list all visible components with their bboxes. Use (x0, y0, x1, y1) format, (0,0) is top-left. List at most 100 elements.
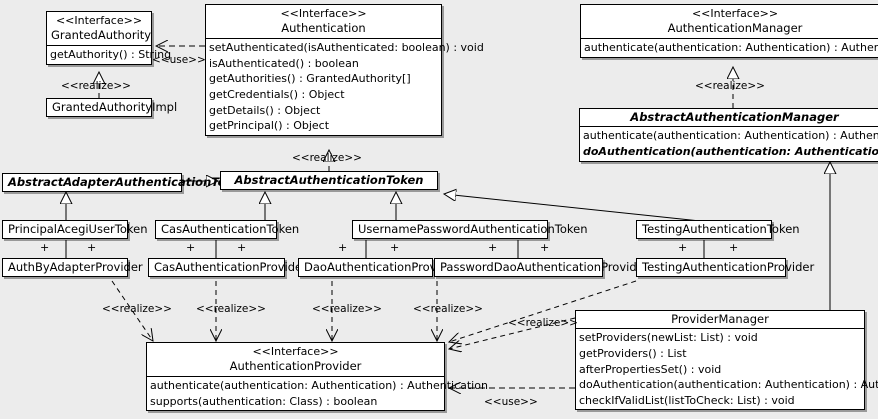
stereotype-label: <<Interface>> (280, 7, 367, 20)
operation-row: setProviders(newList: List) : void (579, 331, 758, 345)
class-header-authentication: <<Interface>> Authentication (206, 5, 441, 38)
class-header-authentication-manager: <<Interface>> AuthenticationManager (581, 5, 878, 38)
class-box-cas-authentication-provider[interactable]: CasAuthenticationProvider (148, 258, 307, 278)
class-header-dao-authentication-provider: DaoAuthenticationProvider (299, 259, 459, 276)
class-header-testing-authentication-token: TestingAuthenticationToken (637, 221, 800, 238)
association-plus-marker: + (390, 241, 400, 254)
operation-row: authenticate(authentication: Authenticat… (584, 41, 878, 55)
operations-compartment: authenticate(authentication: Authenticat… (147, 377, 488, 410)
class-name-label: TestingAuthenticationProvider (642, 260, 815, 274)
compartment-divider (147, 376, 444, 378)
class-name-label: AbstractAuthenticationToken (234, 173, 424, 187)
class-header-provider-manager: ProviderManager (576, 311, 864, 328)
operation-row: getProviders() : List (579, 346, 687, 360)
association-plus-marker: + (540, 241, 550, 254)
class-header-granted-authority: <<Interface>> GrantedAuthority (47, 12, 151, 45)
label-realize-cas-authentication-provider: <<realize>> (196, 303, 266, 315)
compartment-divider (206, 38, 441, 40)
class-header-cas-authentication-token: CasAuthenticationToken (156, 221, 300, 238)
class-box-granted-authority-impl[interactable]: GrantedAuthorityImpl (46, 98, 178, 118)
operations-compartment: getAuthority() : String (47, 46, 171, 64)
operation-row: isAuthenticated() : boolean (209, 56, 359, 70)
class-header-cas-authentication-provider: CasAuthenticationProvider (149, 259, 307, 276)
label-realize-password-dao-authentication-provider: <<realize>> (413, 303, 483, 315)
operation-row: getDetails() : Object (209, 103, 321, 117)
class-box-auth-by-adapter-provider[interactable]: AuthByAdapterProvider (2, 258, 143, 278)
class-name-label: UsernamePasswordAuthenticationToken (358, 222, 588, 236)
class-box-abstract-adapter-authentication-token[interactable]: AbstractAdapterAuthenticationToken (2, 173, 249, 193)
class-name-label: AbstractAdapterAuthenticationToken (8, 175, 249, 189)
label-realize-granted-authority-impl: <<realize>> (61, 80, 131, 92)
class-box-testing-authentication-token[interactable]: TestingAuthenticationToken (636, 220, 800, 240)
class-name-label: PrincipalAcegiUserToken (8, 222, 148, 236)
class-header-principal-acegi-user-token: PrincipalAcegiUserToken (3, 221, 148, 238)
class-name-label: DaoAuthenticationProvider (304, 260, 459, 274)
class-box-password-dao-authentication-provider[interactable]: PasswordDaoAuthenticationProvider (434, 258, 649, 278)
operation-row: getAuthorities() : GrantedAuthority[] (209, 72, 411, 86)
compartment-divider (576, 328, 864, 330)
compartment-divider (581, 38, 878, 40)
label-realize-abstract-authentication-token: <<realize>> (292, 152, 362, 164)
label-use-provider-manager: <<use>> (484, 396, 538, 408)
label-realize-provider-manager: <<realize>> (508, 317, 578, 329)
label-realize-auth-by-adapter-provider: <<realize>> (102, 303, 172, 315)
class-name-label: AuthenticationProvider (229, 358, 362, 373)
stereotype-label: <<Interface>> (252, 345, 339, 358)
class-box-cas-authentication-token[interactable]: CasAuthenticationToken (155, 220, 300, 240)
label-use-authentication-granted-authority: <<use>> (152, 54, 206, 66)
class-box-testing-authentication-provider[interactable]: TestingAuthenticationProvider (636, 258, 815, 278)
class-header-testing-authentication-provider: TestingAuthenticationProvider (637, 259, 815, 276)
class-box-principal-acegi-user-token[interactable]: PrincipalAcegiUserToken (2, 220, 148, 240)
label-realize-dao-authentication-provider: <<realize>> (312, 303, 382, 315)
class-box-granted-authority[interactable]: <<Interface>> GrantedAuthority getAuthor… (46, 11, 171, 65)
class-box-authentication[interactable]: <<Interface>> Authentication setAuthenti… (205, 4, 484, 136)
class-box-abstract-authentication-token[interactable]: AbstractAuthenticationToken (220, 171, 438, 191)
association-plus-marker: + (40, 241, 50, 254)
operations-compartment: setProviders(newList: List) : void getPr… (576, 329, 878, 409)
class-header-password-dao-authentication-provider: PasswordDaoAuthenticationProvider (435, 259, 649, 276)
class-name-label: PasswordDaoAuthenticationProvider (440, 260, 649, 274)
association-plus-marker: + (87, 241, 97, 254)
class-header-username-password-authentication-token: UsernamePasswordAuthenticationToken (353, 221, 588, 238)
operation-row: doAuthentication(authentication: Authent… (579, 378, 878, 392)
compartment-divider (47, 45, 151, 47)
operation-row: checkIfValidList(listToCheck: List) : vo… (579, 393, 795, 407)
class-name-label: GrantedAuthorityImpl (52, 100, 178, 114)
stereotype-label: <<Interface>> (691, 7, 779, 20)
link-generalization-testing-authentication-token (444, 194, 701, 222)
class-name-label: AbstractAuthenticationManager (630, 110, 839, 124)
operation-row: doAuthentication(authentication: Authent… (583, 144, 878, 158)
class-name-label: CasAuthenticationToken (161, 222, 300, 236)
operation-row: setAuthenticated(isAuthenticated: boolea… (209, 41, 484, 55)
class-name-label: AuthenticationManager (667, 20, 803, 35)
class-name-label: Authentication (281, 20, 366, 35)
operation-row: supports(authentication: Class) : boolea… (150, 394, 378, 408)
association-plus-marker: + (678, 241, 688, 254)
association-plus-marker: + (186, 241, 196, 254)
class-box-abstract-authentication-manager[interactable]: AbstractAuthenticationManager authentica… (579, 108, 878, 162)
class-name-label: AuthByAdapterProvider (8, 260, 143, 274)
class-header-granted-authority-impl: GrantedAuthorityImpl (47, 99, 178, 116)
stereotype-label: <<Interface>> (55, 14, 143, 27)
class-header-authentication-provider: <<Interface>> AuthenticationProvider (147, 343, 444, 376)
class-box-authentication-provider[interactable]: <<Interface>> AuthenticationProvider aut… (146, 342, 488, 412)
operation-row: authenticate(authentication: Authenticat… (150, 379, 488, 393)
operation-row: authenticate(authentication: Authenticat… (583, 129, 878, 143)
class-box-username-password-authentication-token[interactable]: UsernamePasswordAuthenticationToken (352, 220, 588, 240)
class-header-auth-by-adapter-provider: AuthByAdapterProvider (3, 259, 143, 276)
association-plus-marker: + (488, 241, 498, 254)
class-name-label: CasAuthenticationProvider (154, 260, 307, 274)
operations-compartment: setAuthenticated(isAuthenticated: boolea… (206, 39, 484, 135)
association-plus-marker: + (338, 241, 348, 254)
class-name-label: TestingAuthenticationToken (642, 222, 800, 236)
association-plus-marker: + (729, 241, 739, 254)
operations-compartment: authenticate(authentication: Authenticat… (580, 127, 878, 160)
class-box-provider-manager[interactable]: ProviderManager setProviders(newList: Li… (575, 310, 878, 411)
operations-compartment: authenticate(authentication: Authenticat… (581, 39, 878, 57)
class-box-authentication-manager[interactable]: <<Interface>> AuthenticationManager auth… (580, 4, 878, 58)
class-box-dao-authentication-provider[interactable]: DaoAuthenticationProvider (298, 258, 459, 278)
operation-row: getCredentials() : Object (209, 87, 345, 101)
class-header-abstract-adapter-authentication-token: AbstractAdapterAuthenticationToken (3, 174, 249, 191)
label-realize-abstract-authentication-manager: <<realize>> (695, 80, 765, 92)
